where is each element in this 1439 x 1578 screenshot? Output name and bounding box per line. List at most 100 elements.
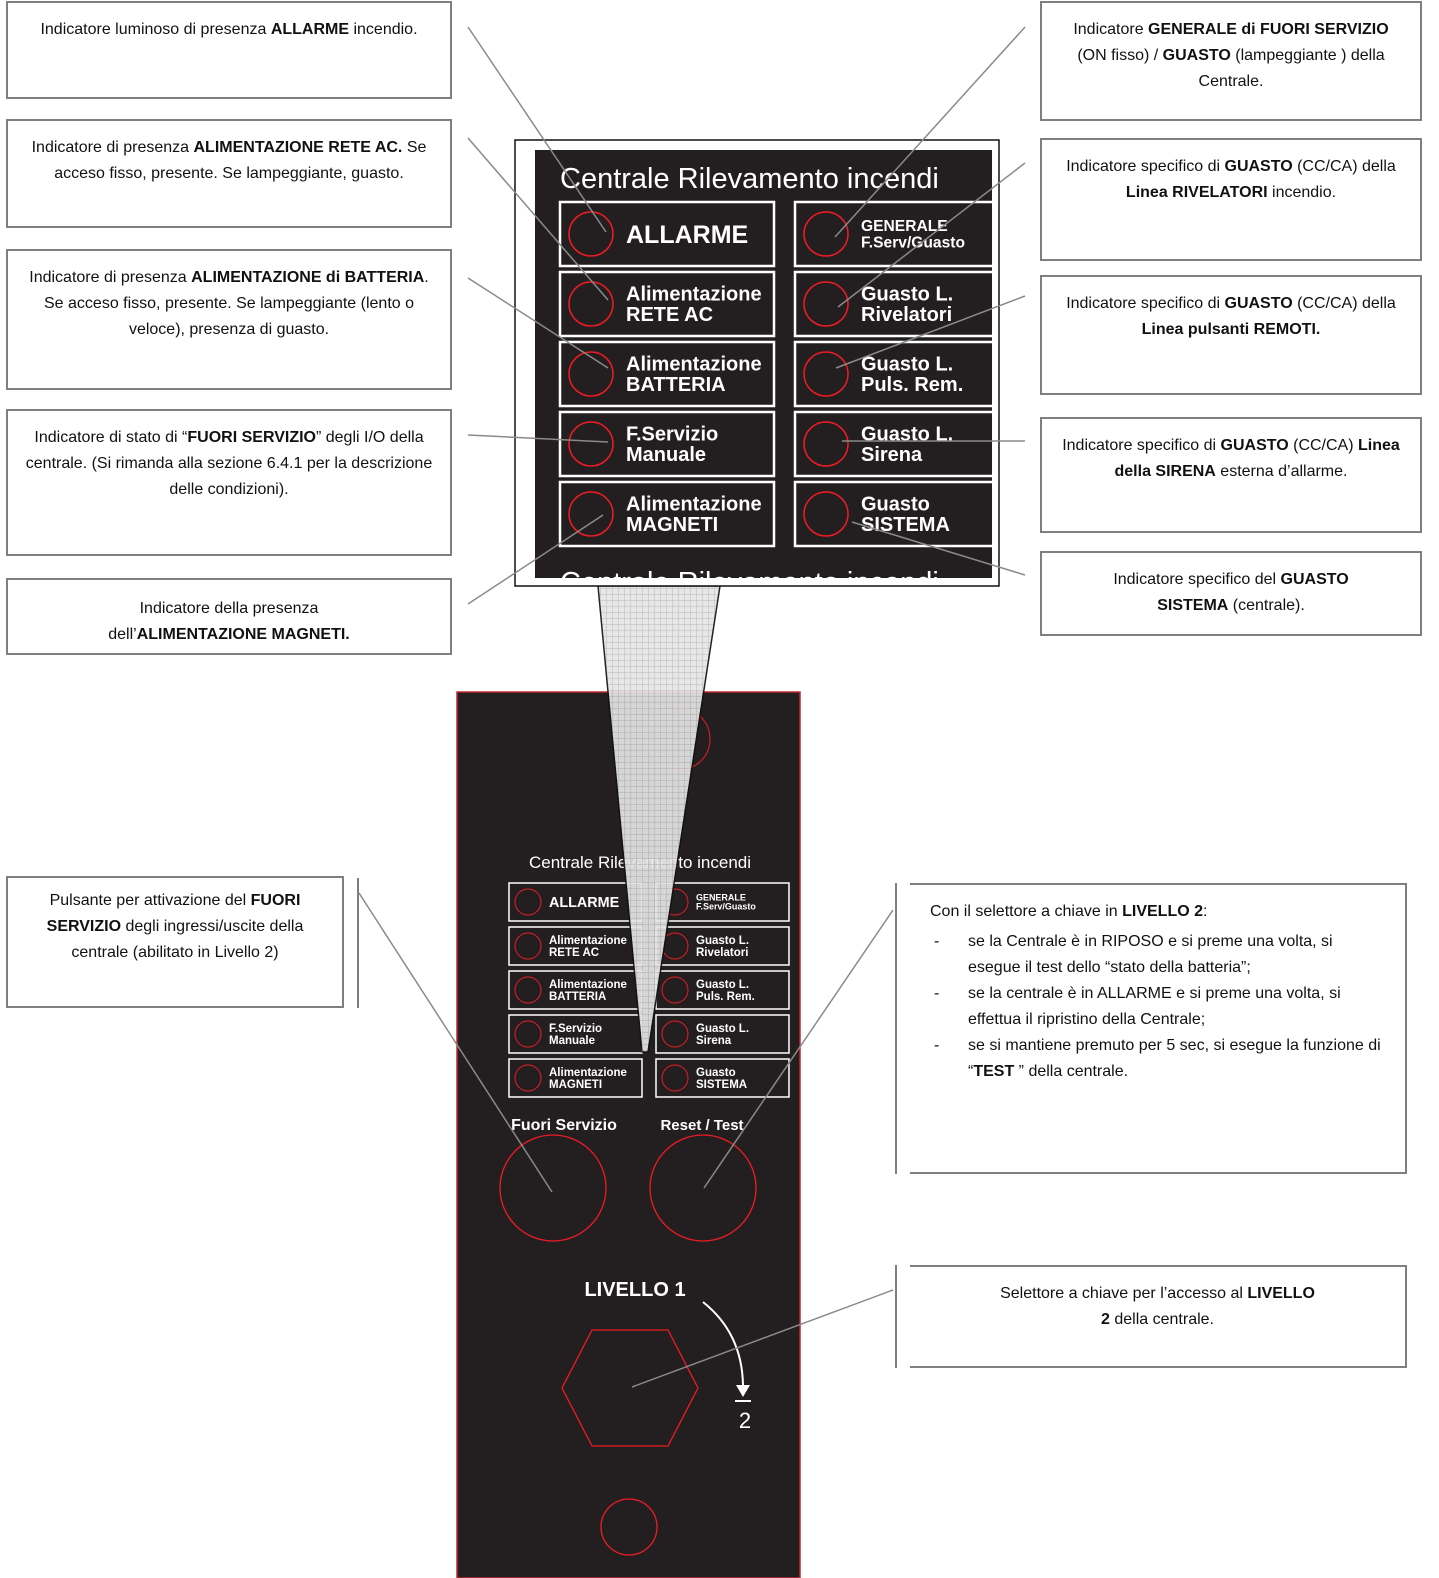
led-label-line1: Guasto L.	[861, 423, 953, 445]
level-2-label: 2	[739, 1408, 751, 1433]
led-frame	[558, 200, 776, 268]
callout-alimentazione-magneti: Indicatore della presenza dell’ALIMENTAZ…	[6, 578, 452, 655]
led-frame	[558, 480, 776, 548]
led-label-line1: F.Servizio	[626, 423, 718, 445]
led-ring	[568, 281, 614, 327]
led-label-line1: Alimentazione	[626, 283, 762, 305]
led-label-line1: Guasto L.	[696, 979, 749, 991]
leader-lines	[358, 26, 1026, 1388]
led-label-line1: Guasto L.	[696, 1023, 749, 1035]
callout-livello-2-reset: Con il selettore a chiave in LIVELLO 2: …	[910, 883, 1407, 1174]
callout-selettore-chiave: Selettore a chiave per l’accesso al LIVE…	[910, 1265, 1407, 1368]
led-ring	[568, 351, 614, 397]
led-ring	[803, 351, 849, 397]
reset-test-button[interactable]	[649, 1134, 757, 1242]
led-label-line1: Alimentazione	[626, 353, 762, 375]
led-label-line1: Guasto	[861, 493, 930, 515]
led-ring	[803, 491, 849, 537]
led-frame	[793, 200, 992, 268]
led-label-line1: GENERALE	[696, 892, 746, 902]
led-frame	[558, 270, 776, 338]
led-frame	[793, 340, 992, 408]
led-label-line1: Guasto	[696, 1067, 736, 1079]
led-label-line2: Sirena	[696, 1035, 732, 1047]
led-label-line2: Rivelatori	[861, 304, 952, 326]
callout-rule	[357, 878, 359, 1008]
led-label-line1: Alimentazione	[626, 493, 762, 515]
led-frame	[558, 340, 776, 408]
list-item: se la Centrale è in RIPOSO e si preme un…	[930, 929, 1385, 981]
led-label: ALLARME	[626, 221, 748, 249]
led-label-line1: F.Servizio	[549, 1023, 602, 1035]
led-ring	[568, 491, 614, 537]
led-indicator-left-0: ALLARME	[508, 882, 643, 922]
led-label-line2: Manuale	[549, 1035, 595, 1047]
led-label-line2: RETE AC	[549, 947, 599, 959]
callout-guasto-pulsanti: Indicatore specifico di GUASTO (CC/CA) d…	[1040, 275, 1422, 395]
led-label-line1: Alimentazione	[549, 979, 627, 991]
led-indicator-left-0: ALLARME	[558, 200, 776, 268]
bottom-led-ring	[600, 1498, 658, 1556]
led-indicator-right-3: Guasto L.Sirena	[655, 1014, 790, 1054]
led-frame	[793, 480, 992, 548]
led-frame	[655, 1014, 790, 1054]
list-item: se si mantiene premuto per 5 sec, si ese…	[930, 1033, 1385, 1085]
key-selector[interactable]	[561, 1329, 699, 1447]
reset-test-label: Reset / Test	[660, 1117, 743, 1134]
led-ring	[661, 1020, 689, 1048]
led-ring	[514, 1064, 542, 1092]
led-label-line1: GENERALE	[861, 218, 948, 235]
led-label-line2: SISTEMA	[861, 514, 950, 536]
led-ring	[661, 1064, 689, 1092]
fuori-servizio-label: Fuori Servizio	[511, 1117, 617, 1134]
led-frame	[793, 410, 992, 478]
led-label-line2: Rivelatori	[696, 947, 748, 959]
led-label-line1: Guasto L.	[861, 283, 953, 305]
led-label-line2: MAGNETI	[549, 1079, 602, 1091]
led-ring	[661, 976, 689, 1004]
led-label-line2: F.Serv/Guasto	[696, 902, 756, 912]
level-1-label: LIVELLO 1	[584, 1279, 685, 1301]
callout-guasto-sirena: Indicatore specifico di GUASTO (CC/CA) L…	[1040, 417, 1422, 533]
led-label-line1: Alimentazione	[549, 935, 627, 947]
led-label-line2: BATTERIA	[626, 374, 726, 396]
led-ring	[514, 1020, 542, 1048]
led-label-line2: Manuale	[626, 444, 706, 466]
led-ring	[568, 421, 614, 467]
led-frame	[558, 410, 776, 478]
callout-pulsante-fuori-servizio: Pulsante per attivazione del FUORI SERVI…	[6, 876, 344, 1008]
led-label: ALLARME	[549, 895, 620, 911]
fuori-servizio-button[interactable]	[499, 1134, 607, 1242]
led-label-line2: MAGNETI	[626, 514, 718, 536]
led-label-line1: Guasto L.	[861, 353, 953, 375]
led-label-line2: F.Serv/Guasto	[861, 234, 965, 251]
zoom-panel-next-section: Centrale Rilevamento incendi	[560, 567, 939, 599]
led-ring	[803, 281, 849, 327]
led-ring	[514, 888, 542, 916]
callout-fuori-servizio-indicator: Indicatore di stato di “FUORI SERVIZIO” …	[6, 409, 452, 556]
key-arrow-head	[736, 1385, 750, 1397]
led-frame	[793, 270, 992, 338]
list-item: se la centrale è in ALLARME e si preme u…	[930, 981, 1385, 1033]
callout-rule	[895, 1265, 897, 1368]
led-label-line1: Guasto L.	[696, 935, 749, 947]
led-label-line2: SISTEMA	[696, 1079, 747, 1091]
led-frame	[655, 1058, 790, 1098]
callout-guasto-sistema: Indicatore specifico del GUASTO SISTEMA …	[1040, 551, 1422, 636]
led-label-line1: Alimentazione	[549, 1067, 627, 1079]
callout-guasto-rivelatori: Indicatore specifico di GUASTO (CC/CA) d…	[1040, 138, 1422, 261]
led-ring	[568, 211, 614, 257]
callout-alimentazione-batteria: Indicatore di presenza ALIMENTAZIONE di …	[6, 249, 452, 390]
callout-rule	[895, 883, 897, 1174]
led-label-line2: RETE AC	[626, 304, 713, 326]
